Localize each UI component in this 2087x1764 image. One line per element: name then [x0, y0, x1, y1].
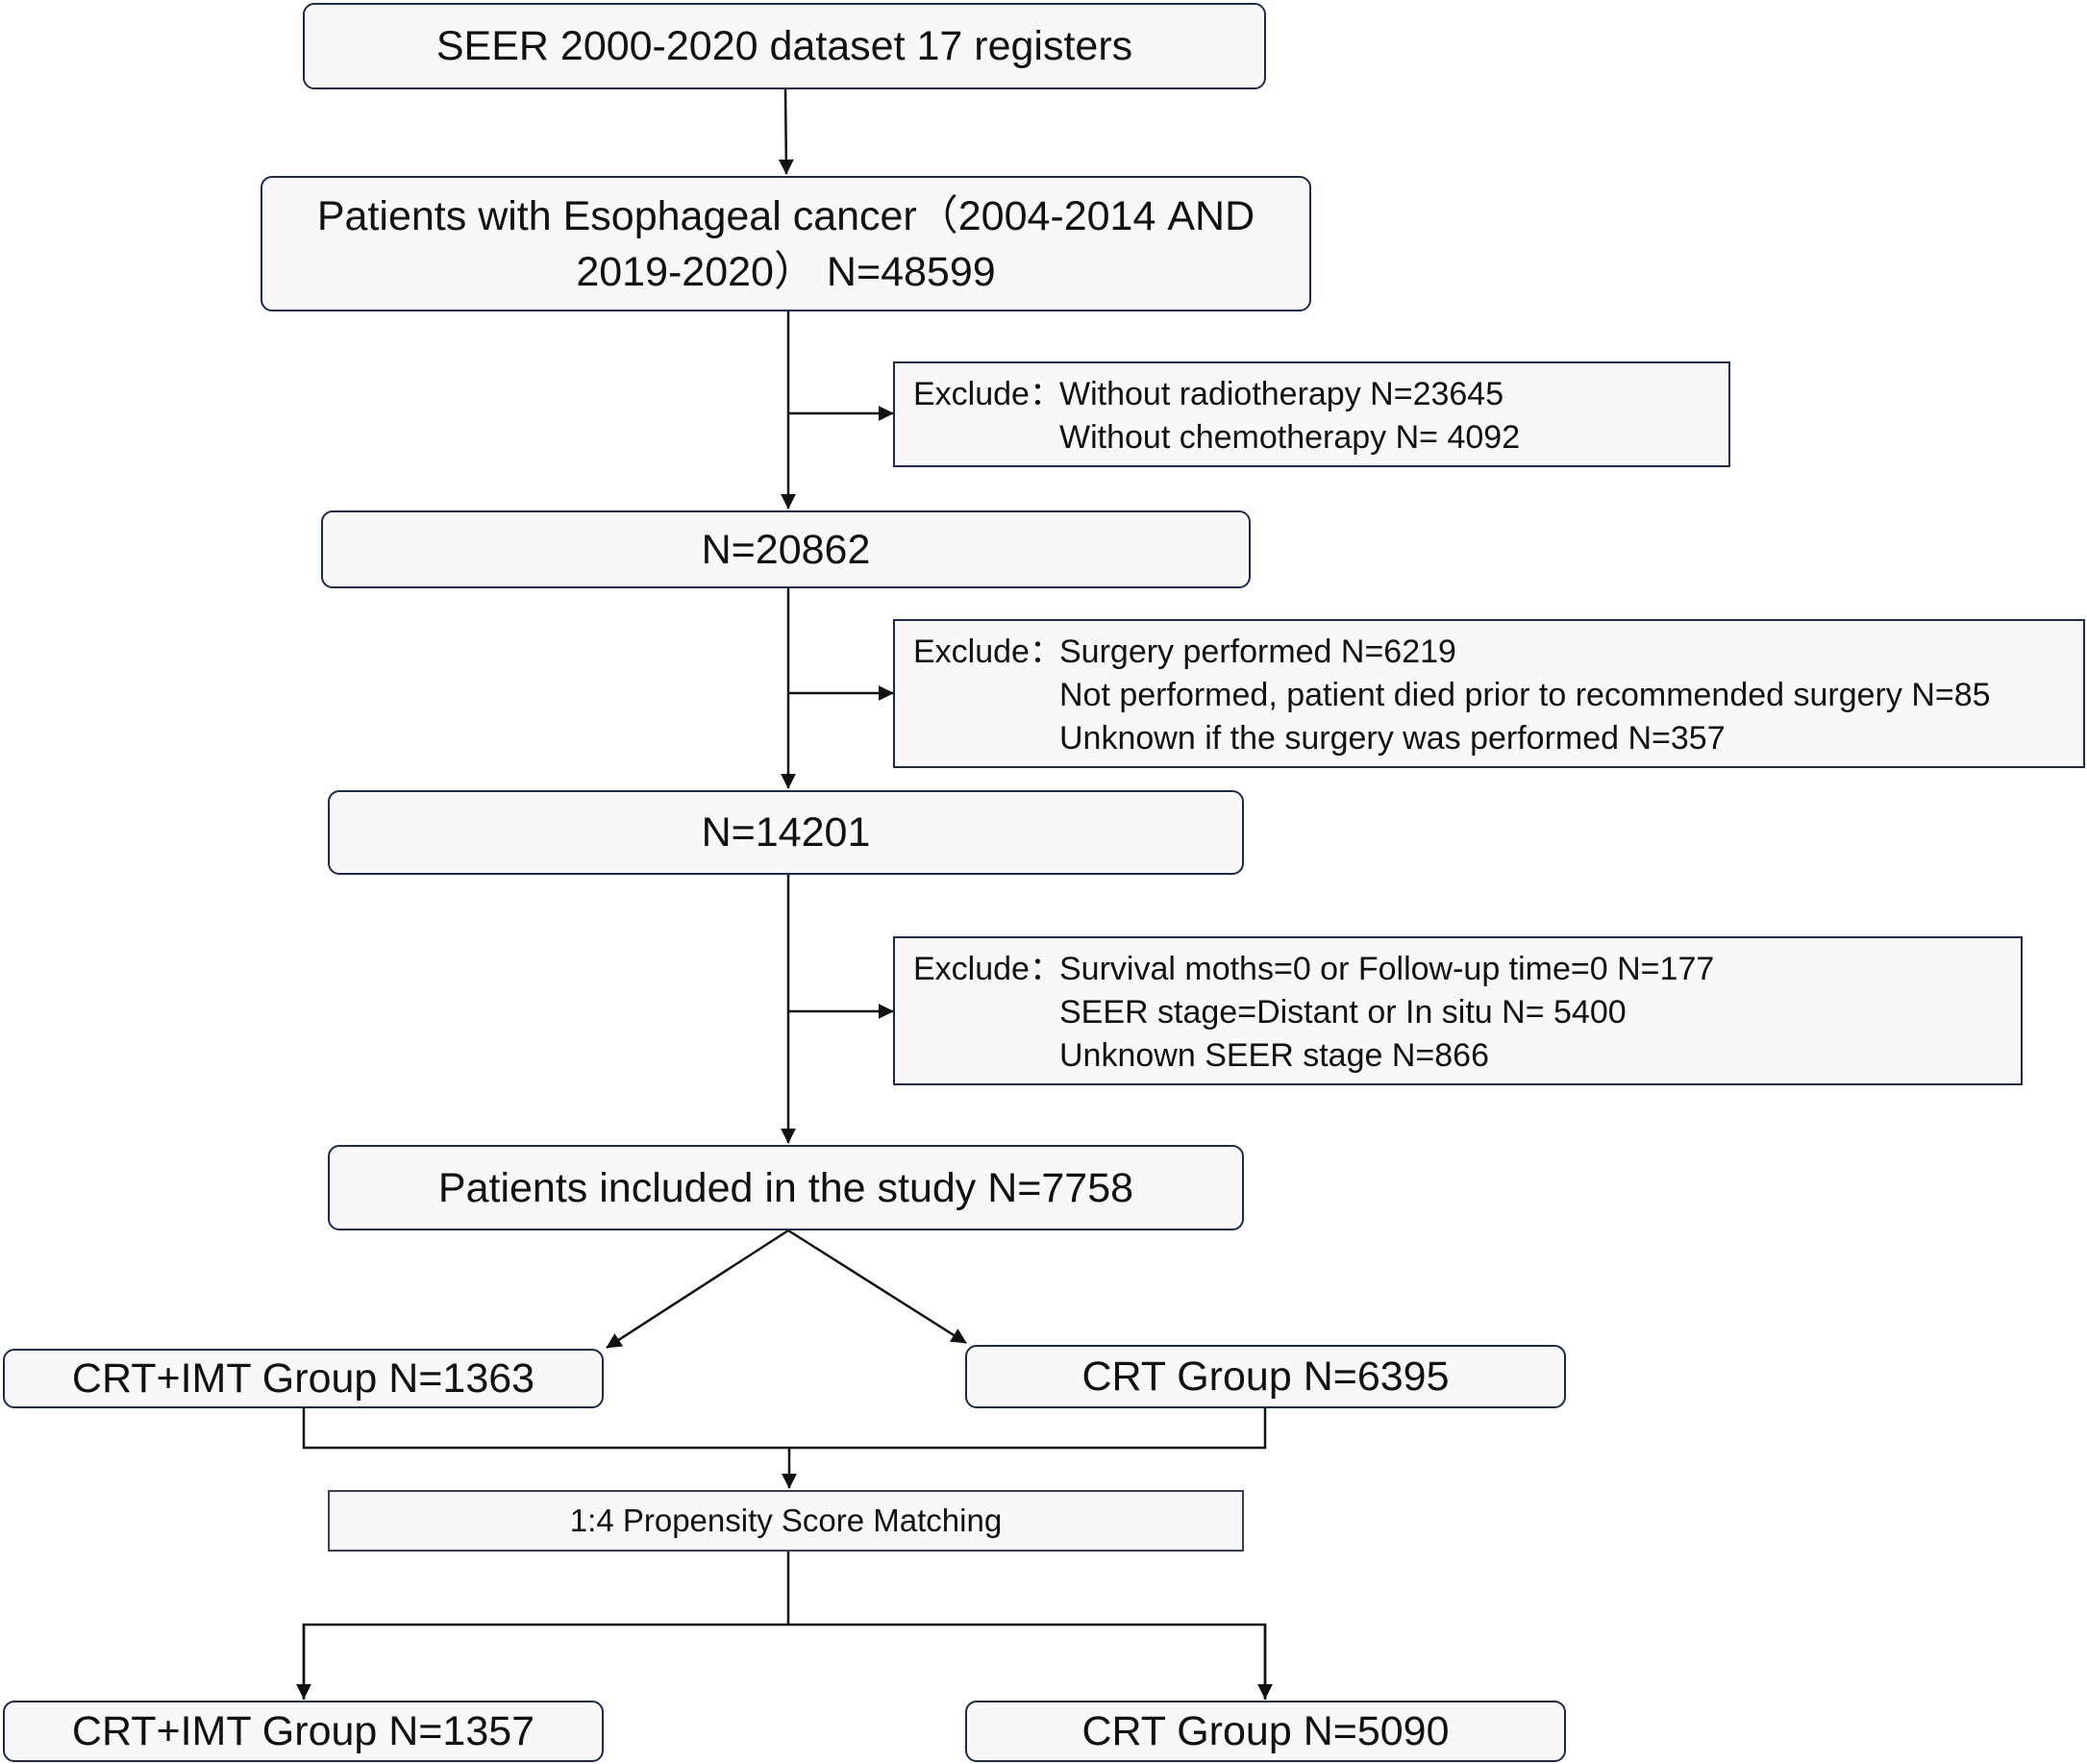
- matching-text: 1:4 Propensity Score Matching: [569, 1503, 1003, 1538]
- n2-box: N=14201: [328, 790, 1244, 875]
- exclusion-item: Unknown SEER stage N=866: [1059, 1037, 1489, 1074]
- exclusion-item: Not performed, patient died prior to rec…: [1059, 677, 1991, 713]
- crt-group-matched-text: CRT Group N=5090: [1081, 1708, 1450, 1754]
- exclusion-label: Exclude：: [913, 951, 1062, 987]
- n2-text: N=14201: [701, 809, 871, 856]
- included-box: Patients included in the study N=7758: [328, 1145, 1244, 1230]
- exclusion-row: Unknown SEER stage N=866: [913, 1034, 2021, 1078]
- exclusion-label: Exclude：: [913, 376, 1062, 412]
- patients-text-line2: 2019-2020） N=48599: [576, 248, 996, 295]
- exclusion-item: Without chemotherapy N= 4092: [1059, 419, 1521, 456]
- exclusion-row: Exclude： Without radiotherapy N=23645: [913, 373, 1728, 416]
- n1-box: N=20862: [321, 510, 1251, 588]
- exclusion-item: Surgery performed N=6219: [1059, 634, 1456, 670]
- patients-box: Patients with Esophageal cancer（2004-201…: [261, 176, 1311, 311]
- arrow-source-to-patients: [778, 88, 794, 175]
- exclusion-row: SEER stage=Distant or In situ N= 5400: [913, 991, 2021, 1034]
- exclusion-item: Unknown if the surgery was performed N=3…: [1059, 720, 1726, 757]
- included-text: Patients included in the study N=7758: [437, 1164, 1134, 1211]
- source-text: SEER 2000-2020 dataset 17 registers: [435, 23, 1133, 69]
- exclusion-row: Exclude： Surgery performed N=6219: [913, 631, 2083, 674]
- arrow-included-to-crt-imt: [606, 1229, 789, 1350]
- crt-imt-group-box: CRT+IMT Group N=1363: [3, 1349, 604, 1408]
- crt-group-text: CRT Group N=6395: [1081, 1354, 1450, 1400]
- exclusion-box-2: Exclude： Surgery performed N=6219 Not pe…: [893, 619, 2085, 768]
- exclusion-item: SEER stage=Distant or In situ N= 5400: [1059, 994, 1627, 1031]
- n1-text: N=20862: [701, 526, 871, 573]
- exclusion-row: Not performed, patient died prior to rec…: [913, 674, 2083, 717]
- arrow-included-to-crt: [787, 1229, 967, 1345]
- exclusion-item: Survival moths=0 or Follow-up time=0 N=1…: [1059, 951, 1715, 987]
- exclusion-box-3: Exclude： Survival moths=0 or Follow-up t…: [893, 936, 2023, 1085]
- exclusion-item: Without radiotherapy N=23645: [1059, 376, 1504, 412]
- exclusion-row: Exclude： Survival moths=0 or Follow-up t…: [913, 948, 2021, 991]
- exclusion-row: Without chemotherapy N= 4092: [913, 416, 1728, 460]
- exclusion-label: Exclude：: [913, 634, 1062, 670]
- matching-box: 1:4 Propensity Score Matching: [328, 1490, 1244, 1552]
- crt-imt-group-matched-box: CRT+IMT Group N=1357: [3, 1701, 604, 1762]
- patients-text-line1: Patients with Esophageal cancer（2004-201…: [316, 192, 1255, 239]
- exclusion-box-1: Exclude： Without radiotherapy N=23645 Wi…: [893, 361, 1730, 467]
- connector-matching-split: [302, 1623, 1267, 1700]
- connector-groups-merge: [302, 1408, 1267, 1450]
- crt-imt-group-text: CRT+IMT Group N=1363: [71, 1355, 535, 1402]
- crt-group-matched-box: CRT Group N=5090: [965, 1701, 1566, 1762]
- crt-group-box: CRT Group N=6395: [965, 1345, 1566, 1408]
- crt-imt-group-matched-text: CRT+IMT Group N=1357: [71, 1708, 535, 1754]
- exclusion-row: Unknown if the surgery was performed N=3…: [913, 717, 2083, 760]
- source-box: SEER 2000-2020 dataset 17 registers: [303, 3, 1266, 89]
